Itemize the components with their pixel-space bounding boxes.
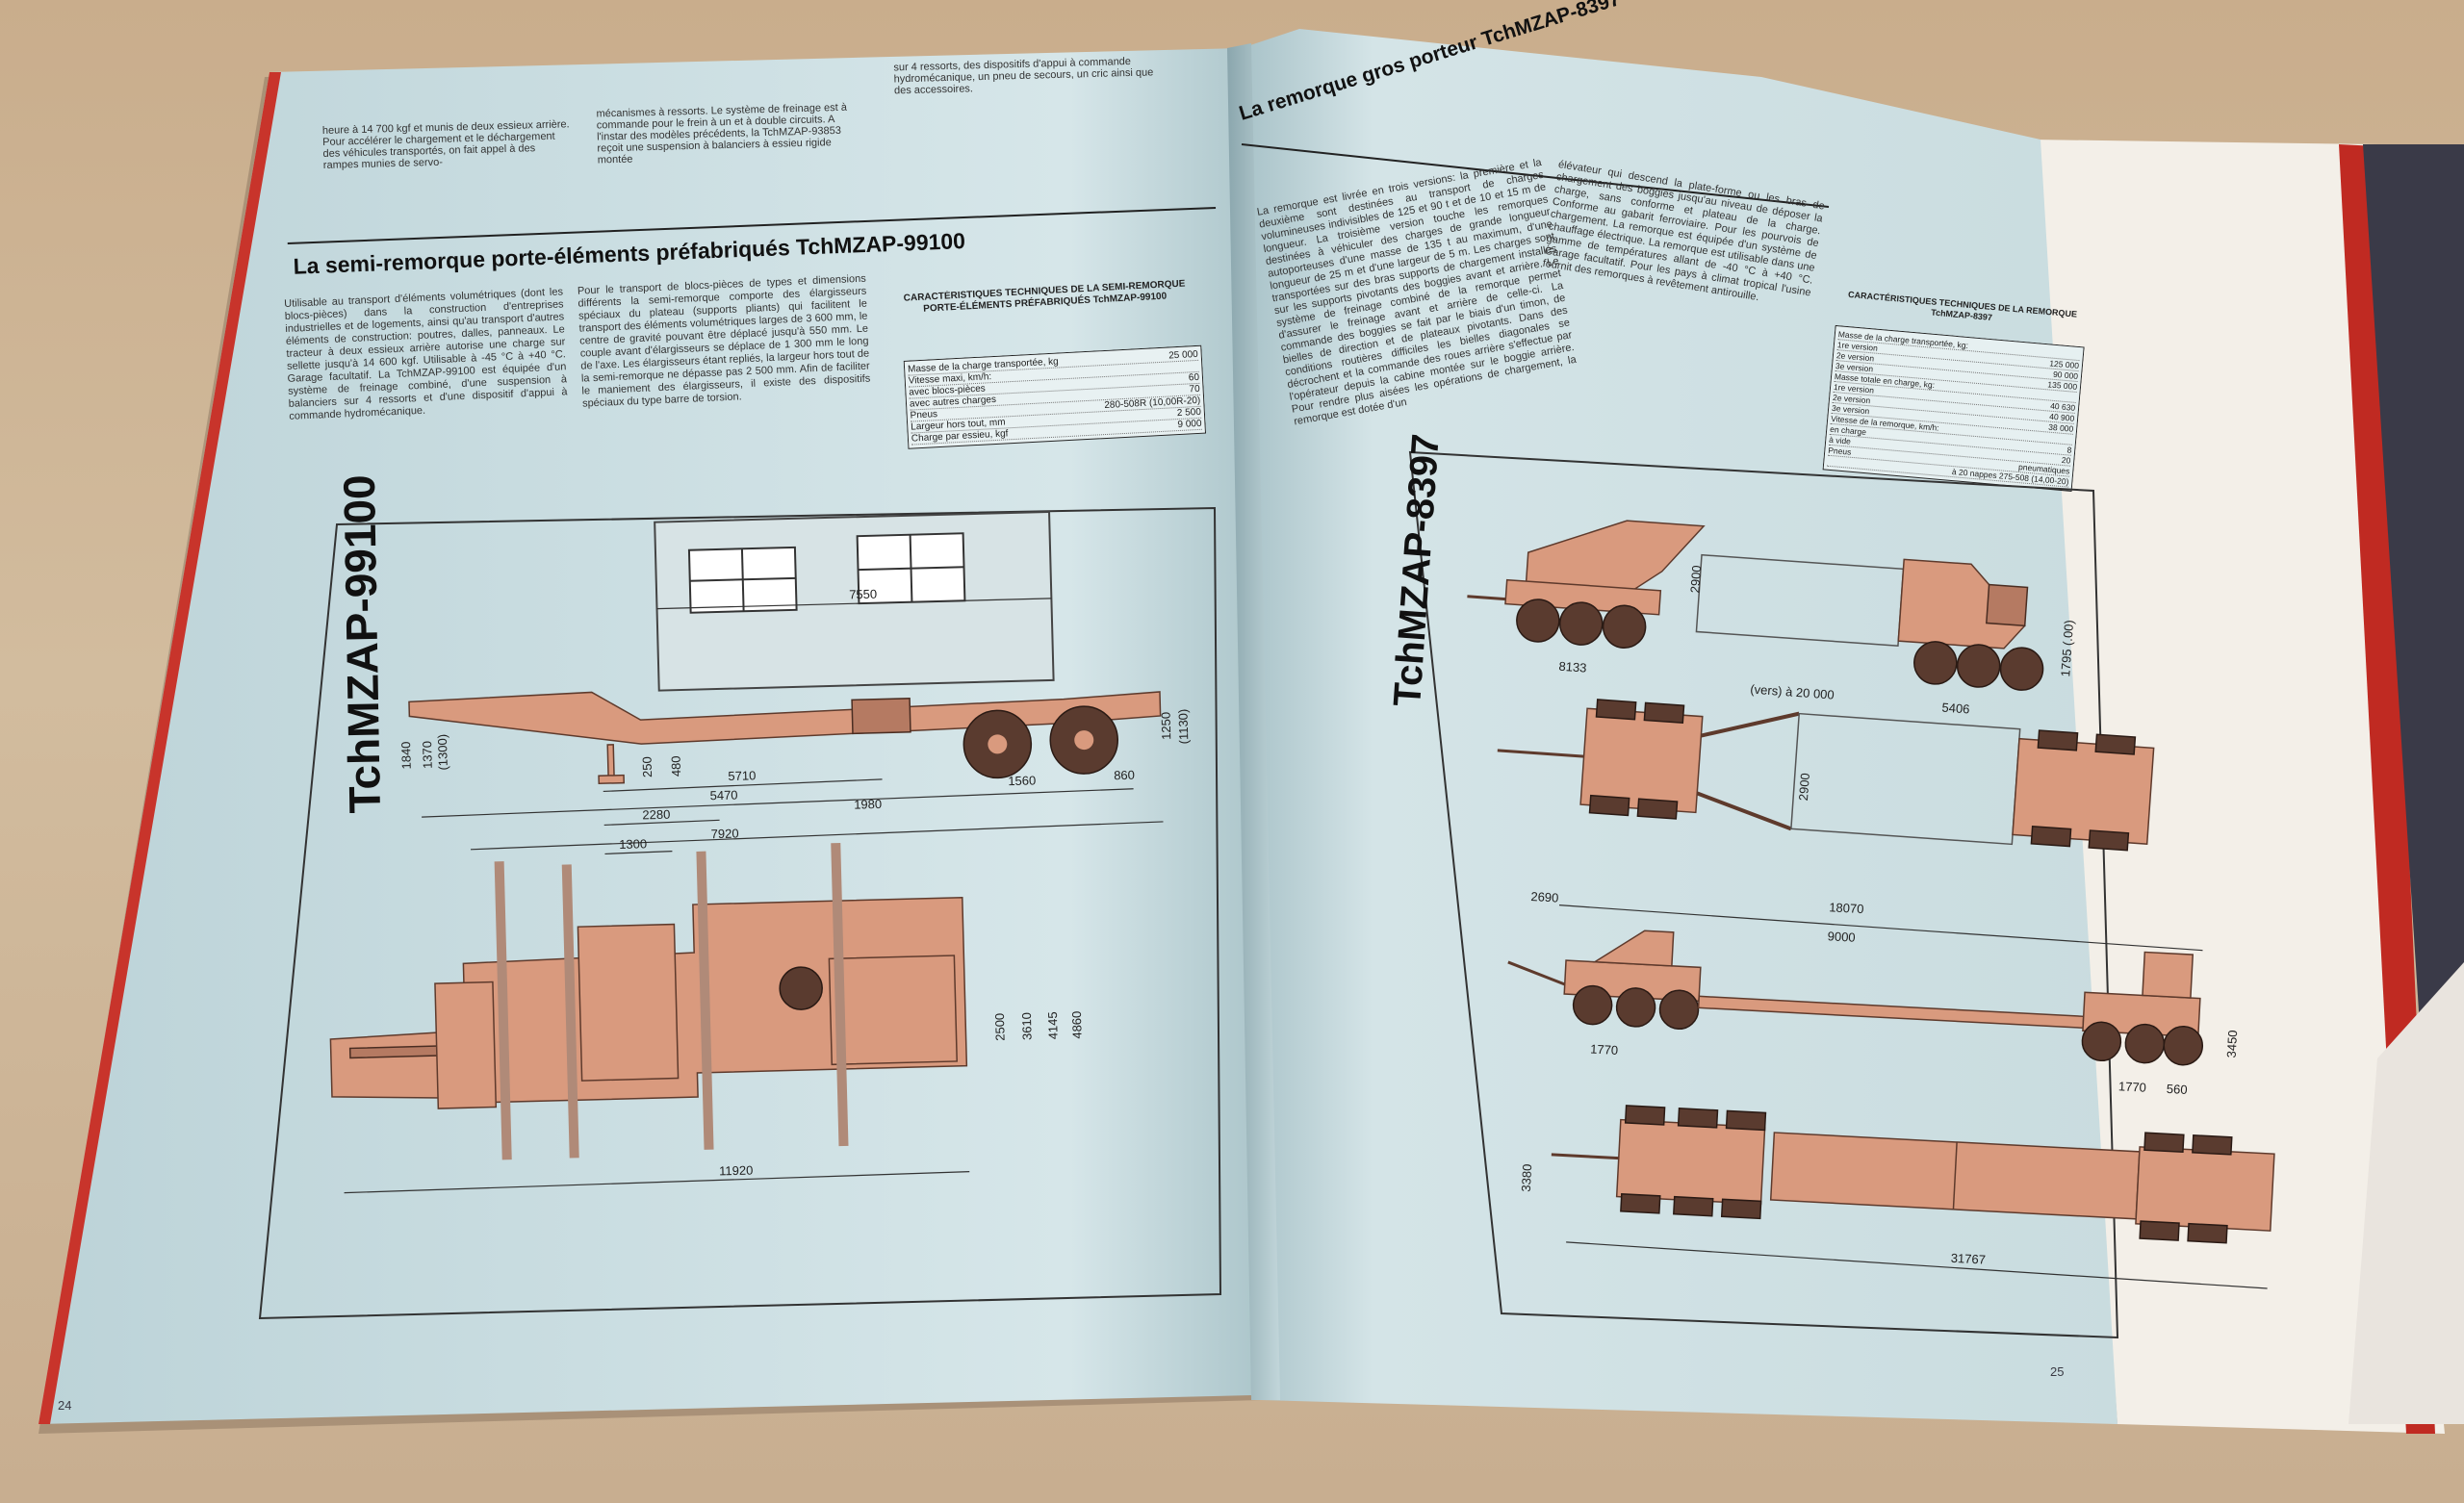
trailer-99100-side-view: 7550 5470 1560 860 7920 1840 1370 (1300)… <box>398 510 1191 851</box>
dim-1370: 1370 <box>420 741 435 769</box>
right-spec-value <box>2079 350 2080 360</box>
right-page-number: 25 <box>2050 1364 2064 1379</box>
dim-1300: (1300) <box>435 734 450 771</box>
left-spec-value <box>1198 361 1199 371</box>
dim-1770: 1770 <box>1590 1042 1619 1057</box>
left-page-number: 24 <box>58 1398 71 1413</box>
trailer-8397-version1: 8133 (vers) à 20 000 5406 2900 1795 (.00… <box>1467 520 2076 717</box>
dim-2690: 2690 <box>1530 889 1559 904</box>
trailer-8397-top-view3: 3380 31767 <box>1519 1105 2275 1289</box>
dim-2280: 2280 <box>642 807 670 823</box>
dim-250: 250 <box>640 756 655 777</box>
left-spec-value: 70 <box>1189 383 1200 395</box>
left-spec-value: 60 <box>1188 371 1200 384</box>
left-spec-value: 9 000 <box>1177 418 1202 431</box>
dim-2500: 2500 <box>992 1013 1008 1041</box>
right-spec-value <box>2076 393 2077 402</box>
left-top-col2: mécanismes à ressorts. Le système de fre… <box>596 101 848 166</box>
dim-20000: (vers) à 20 000 <box>1750 682 1835 702</box>
dim-1795: 1795 (.00) <box>2058 620 2076 677</box>
left-top-col3: sur 4 ressorts, des dispositifs d'appui … <box>893 55 1154 97</box>
dim-3610: 3610 <box>1019 1012 1035 1040</box>
dim-1770b: 1770 <box>2118 1079 2147 1094</box>
left-body-col2: Pour le transport de blocs-pièces de typ… <box>577 272 871 410</box>
right-spec-label: à vide <box>1828 434 1852 446</box>
dim-1300b: 1300 <box>619 836 647 852</box>
dim-5406: 5406 <box>1941 701 1970 717</box>
dim-3450: 3450 <box>2224 1030 2240 1058</box>
dim-5470: 5470 <box>709 788 737 803</box>
dim-9000: 9000 <box>1827 929 1856 944</box>
dim-560: 560 <box>2167 1082 2188 1097</box>
dim-31767: 31767 <box>1950 1251 1986 1267</box>
right-spec-label: Pneus <box>1827 445 1852 457</box>
left-vertical-label: TchMZAP-99100 <box>334 474 390 814</box>
dim-7550: 7550 <box>849 587 877 602</box>
trailer-8397-version3: 2690 18070 9000 1770 1770 560 3450 <box>1507 889 2240 1097</box>
dim-2900: 2900 <box>1687 565 1704 594</box>
right-spec-value: 20 <box>2061 454 2071 466</box>
dim-1560: 1560 <box>1008 773 1036 788</box>
dim-1840: 1840 <box>398 741 414 769</box>
dim-5710: 5710 <box>728 768 756 783</box>
dim-1250: 1250 <box>1159 712 1174 740</box>
dim-3380: 3380 <box>1519 1163 1534 1192</box>
right-spec-table: Masse de la charge transportée, kg:1re v… <box>1822 324 2085 492</box>
right-spec-label <box>1827 456 1828 466</box>
dim-860: 860 <box>1114 768 1135 783</box>
left-spec-value: 2 500 <box>1176 406 1202 420</box>
dim-1980: 1980 <box>854 797 882 812</box>
trailer-99100-top-view: 5710 2280 1300 1980 2500 3610 4145 4860 … <box>329 768 1085 1194</box>
left-spec-label: Pneus <box>910 409 938 421</box>
dim-7920: 7920 <box>710 826 738 841</box>
dim-4145: 4145 <box>1045 1011 1061 1039</box>
trailer-8397-top-view1: 2900 <box>1497 699 2155 852</box>
left-spec-value: 25 000 <box>1168 348 1199 362</box>
dim-18070: 18070 <box>1829 900 1864 916</box>
dim-1130: (1130) <box>1175 709 1191 745</box>
dim-2900b: 2900 <box>1796 773 1812 802</box>
right-spec-value: 8 <box>2066 445 2072 455</box>
dim-480: 480 <box>669 755 684 777</box>
dim-4860: 4860 <box>1069 1011 1085 1039</box>
dim-11920: 11920 <box>719 1163 754 1179</box>
left-top-col1: heure à 14 700 kgf et munis de deux essi… <box>321 118 570 171</box>
left-body-col1: Utilisable au transport d'éléments volum… <box>284 286 568 422</box>
dim-8133: 8133 <box>1558 659 1587 675</box>
right-spec-value <box>2072 435 2073 445</box>
